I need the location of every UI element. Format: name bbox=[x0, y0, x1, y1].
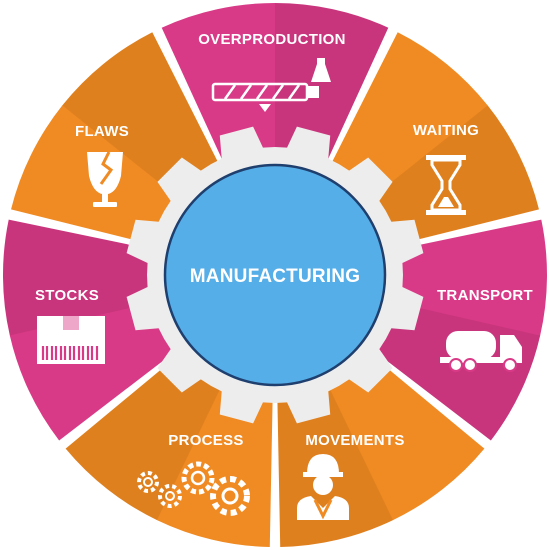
barcode-box-icon bbox=[37, 316, 105, 364]
truck-icon bbox=[440, 331, 522, 372]
extruder-icon bbox=[211, 58, 331, 112]
segment-transport bbox=[363, 219, 547, 441]
hub-circle bbox=[163, 163, 387, 387]
segment-overproduction bbox=[161, 2, 389, 174]
segment-shade bbox=[65, 346, 227, 521]
segment-shade bbox=[362, 105, 539, 248]
segment-movements bbox=[277, 346, 485, 547]
segment-label-transport: TRANSPORT bbox=[437, 287, 533, 304]
segment-shade bbox=[2, 219, 166, 336]
segment-label-movements: MOVEMENTS bbox=[305, 432, 404, 449]
segment-label-waiting: WAITING bbox=[413, 122, 479, 139]
segment-label-stocks: STOCKS bbox=[35, 287, 99, 304]
segment-process bbox=[65, 346, 273, 547]
segment-label-process: PROCESS bbox=[168, 432, 243, 449]
center-label: MANUFACTURING bbox=[190, 266, 360, 287]
segment-label-flaws: FLAWS bbox=[75, 123, 129, 140]
hourglass-icon bbox=[426, 155, 466, 215]
worker-icon bbox=[297, 454, 349, 520]
gears-icon bbox=[137, 461, 250, 516]
broken-glass-icon bbox=[87, 151, 123, 207]
segment-label-overproduction: OVERPRODUCTION bbox=[198, 31, 346, 48]
